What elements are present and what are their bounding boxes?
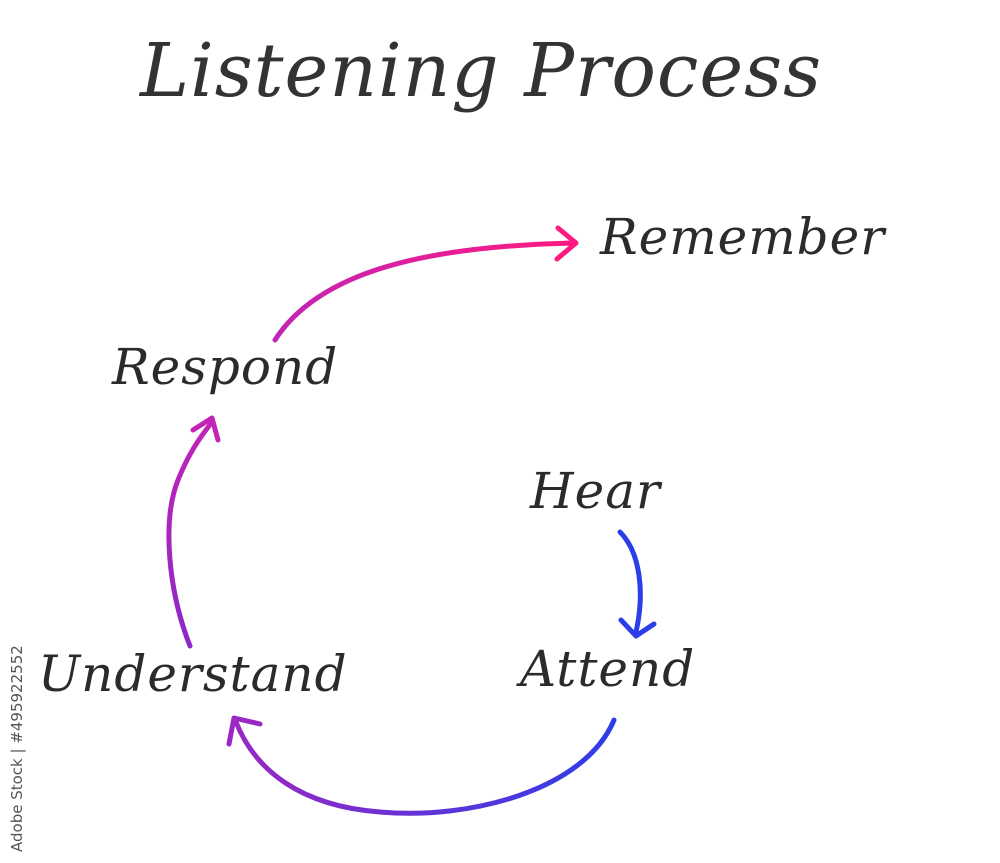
step-hear-label: Hear xyxy=(530,462,661,520)
step-attend-label: Attend xyxy=(520,640,696,698)
step-understand-label: Understand xyxy=(38,645,348,703)
arrow-respond-to-remember xyxy=(272,225,579,343)
diagram-title: Listening Process xyxy=(140,28,823,114)
arrow-understand-to-respond xyxy=(166,415,221,649)
arrow-hear-to-attend xyxy=(617,529,657,639)
stock-watermark-text: Adobe Stock | #495922552 xyxy=(8,645,26,852)
stock-watermark: Adobe Stock | #495922552 xyxy=(8,622,30,852)
step-remember-label: Remember xyxy=(600,208,886,266)
step-respond-label: Respond xyxy=(112,338,339,396)
arrow-attend-to-understand xyxy=(226,715,617,816)
